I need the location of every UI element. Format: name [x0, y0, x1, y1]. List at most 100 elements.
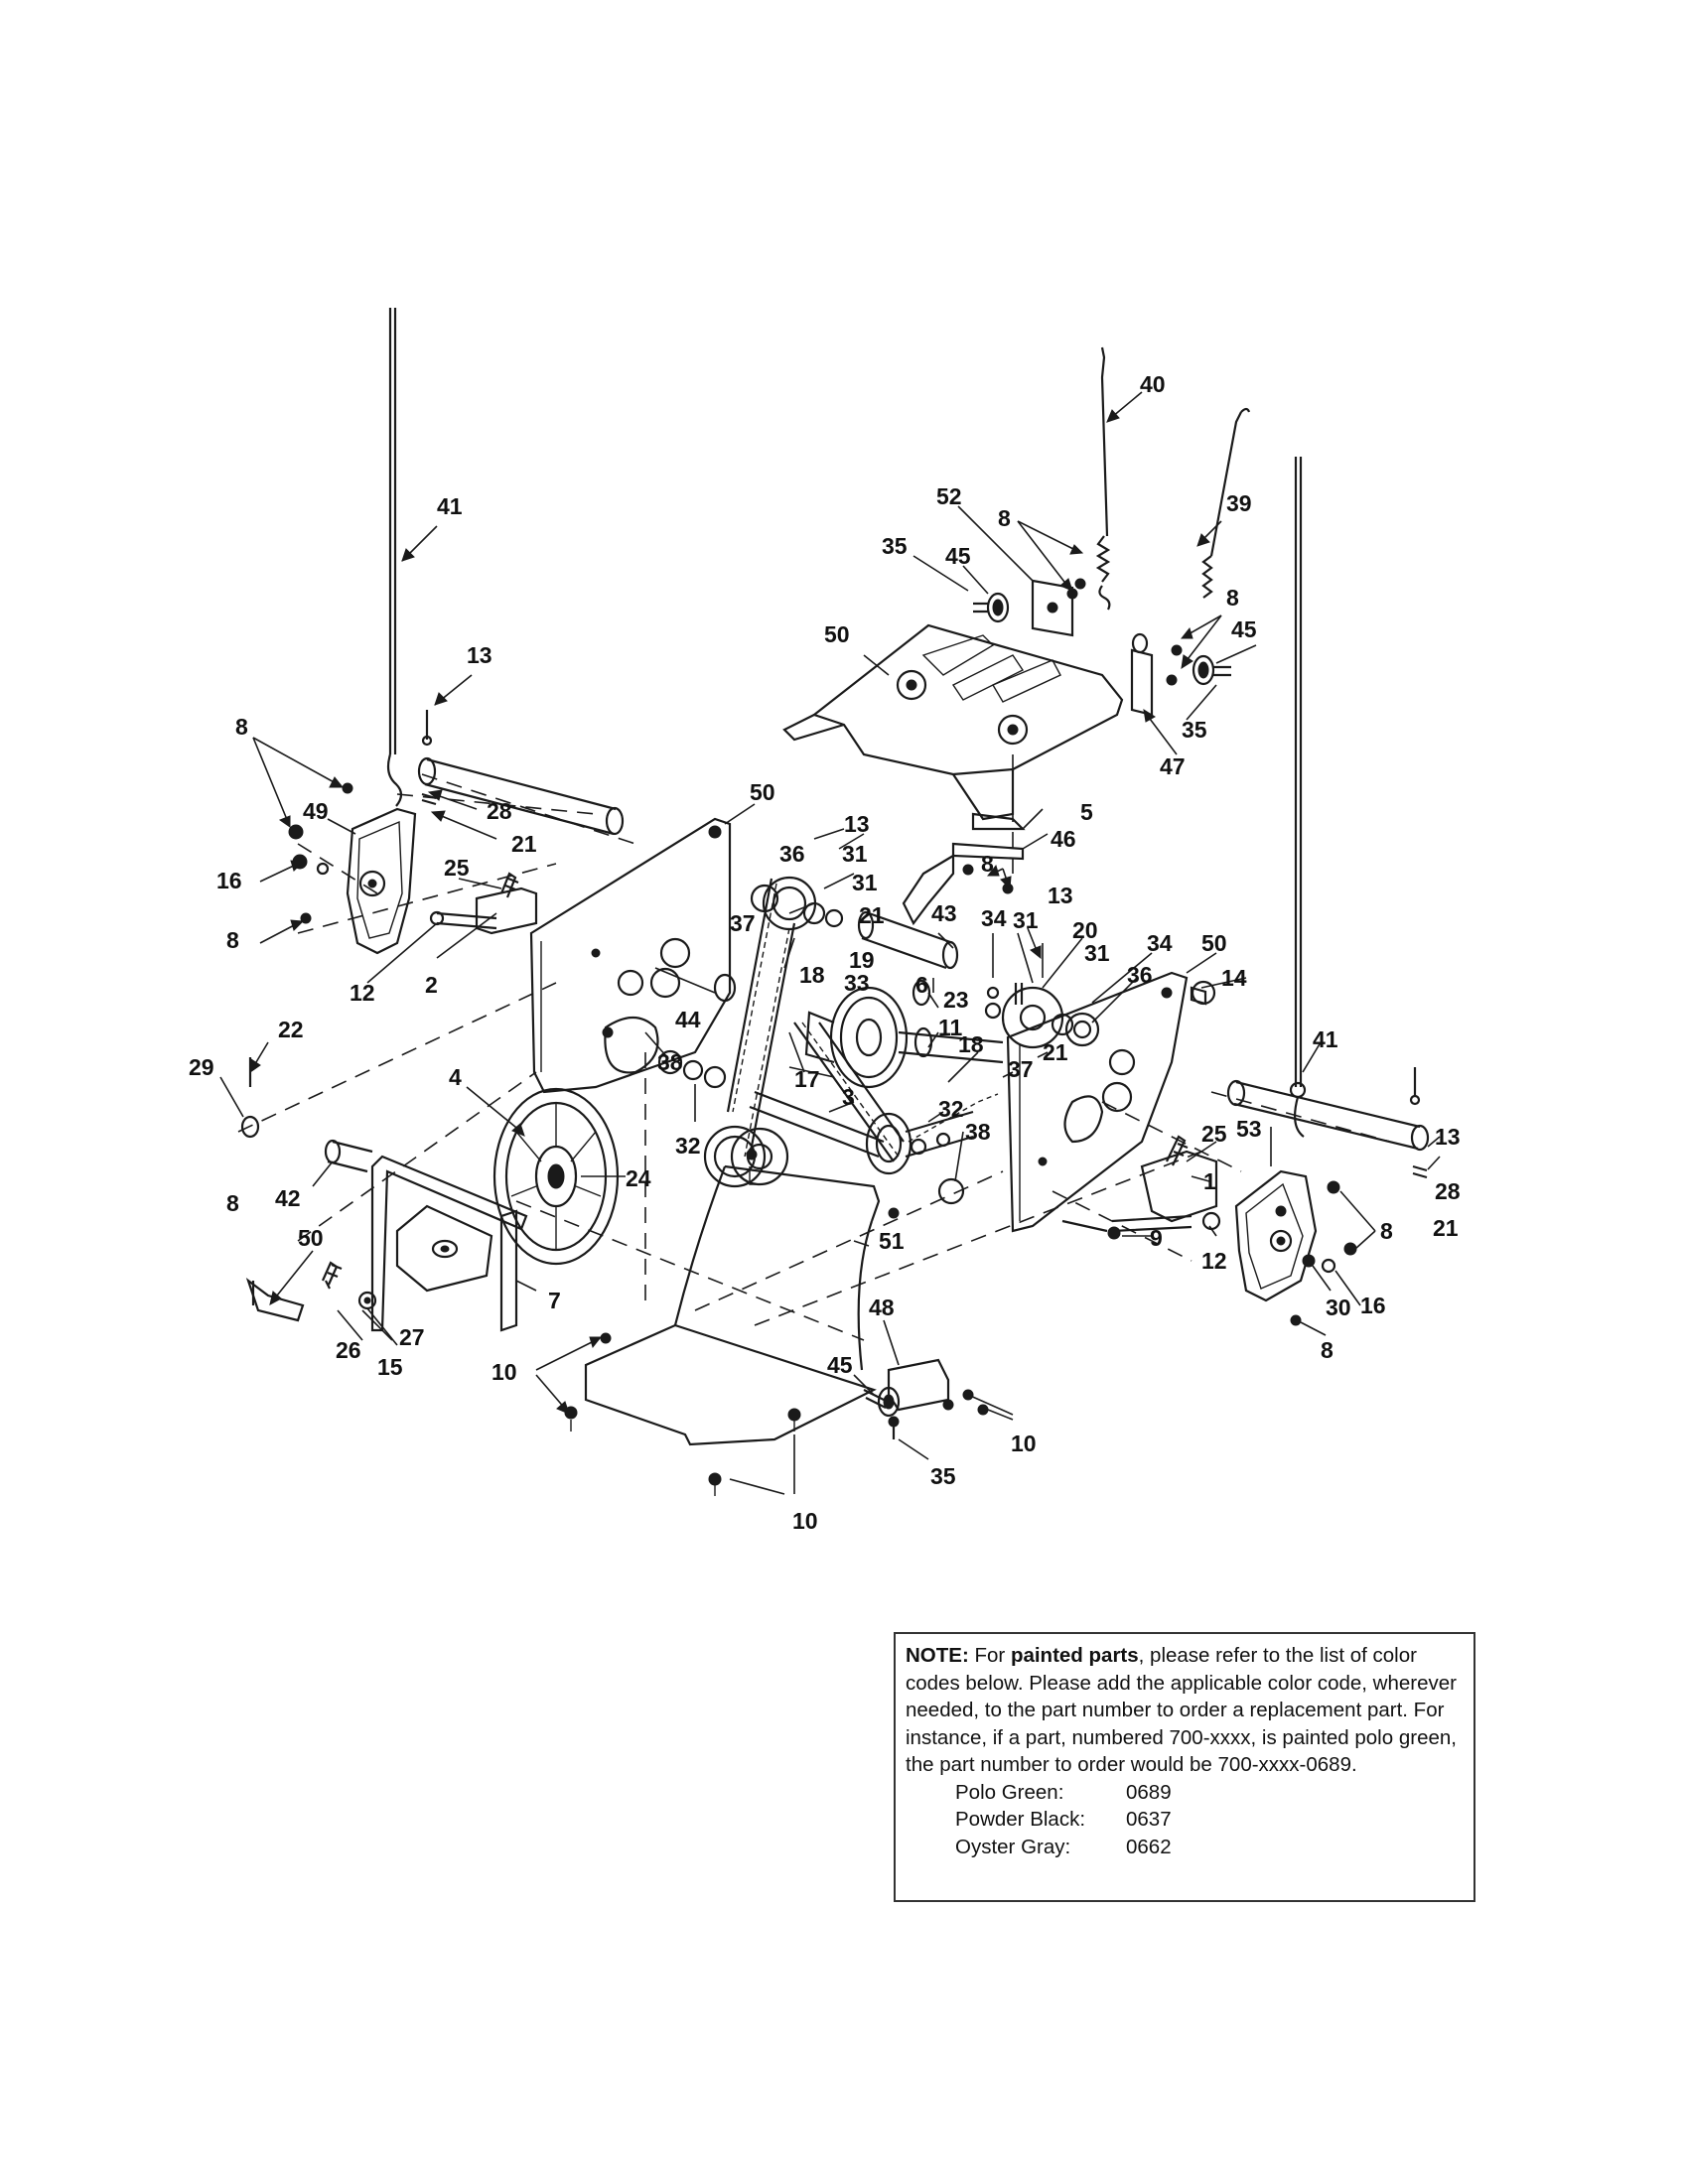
callout-label: 32: [675, 1133, 701, 1159]
callout-label: 21: [511, 831, 537, 857]
callout-label: 8: [226, 1190, 239, 1216]
callout-label: 16: [1360, 1293, 1386, 1318]
callout-label: 10: [491, 1359, 517, 1385]
callout-label: 3: [842, 1084, 855, 1110]
gear-cover-left: [346, 807, 417, 955]
callout-label: 34: [981, 905, 1007, 931]
callout-label: 8: [226, 927, 239, 953]
callout-label: 10: [1011, 1431, 1037, 1456]
callout-label: 35: [930, 1463, 956, 1489]
friction-wheel: [804, 986, 1004, 1089]
note-text-1: For: [968, 1644, 1011, 1667]
color-code-list: Polo Green: 0689 Powder Black: 0637 Oyst…: [955, 1779, 1464, 1861]
callout-label: 12: [350, 980, 375, 1006]
callout-label: 31: [852, 870, 878, 895]
callout-label: 50: [298, 1225, 324, 1251]
callout-label: 18: [958, 1031, 984, 1057]
callout-label: 46: [1051, 826, 1076, 852]
callout-label: 21: [1433, 1215, 1459, 1241]
callout-label: 28: [1435, 1178, 1461, 1204]
callout-label: 21: [859, 902, 885, 928]
callout-label: 7: [548, 1288, 561, 1313]
callout-label: 27: [399, 1324, 425, 1350]
leader-lines: [219, 391, 1441, 1495]
callout-label: 21: [1043, 1039, 1068, 1065]
bracket-7: [324, 1139, 528, 1332]
callout-label: 13: [1435, 1124, 1461, 1150]
side-plate-right: [1006, 971, 1216, 1233]
note-lead: NOTE:: [906, 1644, 969, 1667]
gear-cover-right: [1234, 1169, 1357, 1326]
callout-label: 37: [730, 910, 756, 936]
pan-plate: [564, 1323, 877, 1496]
callout-label: 26: [336, 1337, 361, 1363]
painted-parts-note: NOTE: For painted parts, please refer to…: [894, 1632, 1475, 1902]
callout-label: 37: [1008, 1056, 1034, 1082]
callout-label: 14: [1221, 965, 1247, 991]
shaft-left: [417, 756, 625, 836]
drive-sprockets: [657, 876, 905, 1188]
note-text: NOTE: For painted parts, please refer to…: [906, 1642, 1464, 1779]
callout-label: 47: [1160, 753, 1186, 779]
callout-label: 30: [1326, 1295, 1351, 1320]
bracket-1-right: [1111, 1135, 1221, 1233]
shaft-right: [1226, 1067, 1430, 1179]
callout-label: 36: [1127, 962, 1153, 988]
callout-label: 31: [1013, 907, 1039, 933]
callout-label: 45: [827, 1352, 853, 1378]
callout-label: 8: [998, 505, 1011, 531]
sprocket-20: [984, 983, 1100, 1049]
callout-label: 10: [792, 1508, 818, 1534]
callout-label: 41: [437, 493, 463, 519]
callout-label: 40: [1140, 371, 1166, 397]
cable-40: [1095, 346, 1111, 611]
callout-label: 5: [1080, 799, 1093, 825]
control-rod-right: [1289, 457, 1307, 1138]
bracket-52: [973, 578, 1086, 637]
callout-label: 22: [278, 1017, 304, 1042]
callout-label: 24: [626, 1165, 651, 1191]
callout-label: 8: [1321, 1337, 1333, 1363]
callout-label: 51: [879, 1228, 905, 1254]
callout-label: 23: [943, 987, 969, 1013]
bracket-48: [863, 1358, 989, 1439]
note-bold: painted parts: [1010, 1644, 1139, 1667]
callout-label: 39: [1226, 490, 1252, 516]
callout-label: 29: [189, 1054, 214, 1080]
callout-label: 11: [938, 1015, 963, 1040]
callout-label: 36: [779, 841, 805, 867]
callout-label: 50: [824, 621, 850, 647]
callout-label: 45: [945, 543, 971, 569]
callout-label: 16: [216, 868, 242, 893]
callout-label: 35: [1182, 717, 1207, 743]
housing-51: [673, 1149, 900, 1371]
callout-label: 31: [842, 841, 868, 867]
callout-label: 44: [675, 1007, 701, 1032]
color-name: Powder Black:: [955, 1808, 1086, 1831]
callout-label: 2: [425, 972, 438, 998]
callout-label: 49: [303, 798, 329, 824]
callout-label: 13: [467, 642, 492, 668]
color-name: Oyster Gray:: [955, 1835, 1071, 1858]
callout-label: 15: [377, 1354, 403, 1380]
callout-label: 53: [1236, 1116, 1262, 1142]
callout-label: 48: [869, 1295, 895, 1320]
callout-label: 43: [931, 900, 957, 926]
spring-26: [245, 1261, 377, 1322]
callout-label: 31: [1084, 940, 1110, 966]
callout-label: 8: [981, 851, 994, 877]
color-name: Polo Green:: [955, 1780, 1064, 1804]
shaft-43: [713, 910, 959, 1007]
callout-label: 42: [275, 1185, 301, 1211]
callout-label: 17: [794, 1066, 820, 1092]
callout-label: 33: [844, 970, 870, 996]
callout-label: 13: [844, 811, 870, 837]
callout-label: 6: [915, 972, 928, 998]
callout-label: 25: [1201, 1121, 1227, 1147]
assembly-guide-lines: [237, 754, 1391, 1341]
color-code: 0637: [1126, 1808, 1172, 1831]
callout-label: 8: [1226, 585, 1239, 611]
color-code: 0689: [1126, 1780, 1172, 1804]
callout-label: 1: [1203, 1168, 1216, 1194]
color-code-row: Powder Black: 0637: [955, 1806, 1464, 1834]
